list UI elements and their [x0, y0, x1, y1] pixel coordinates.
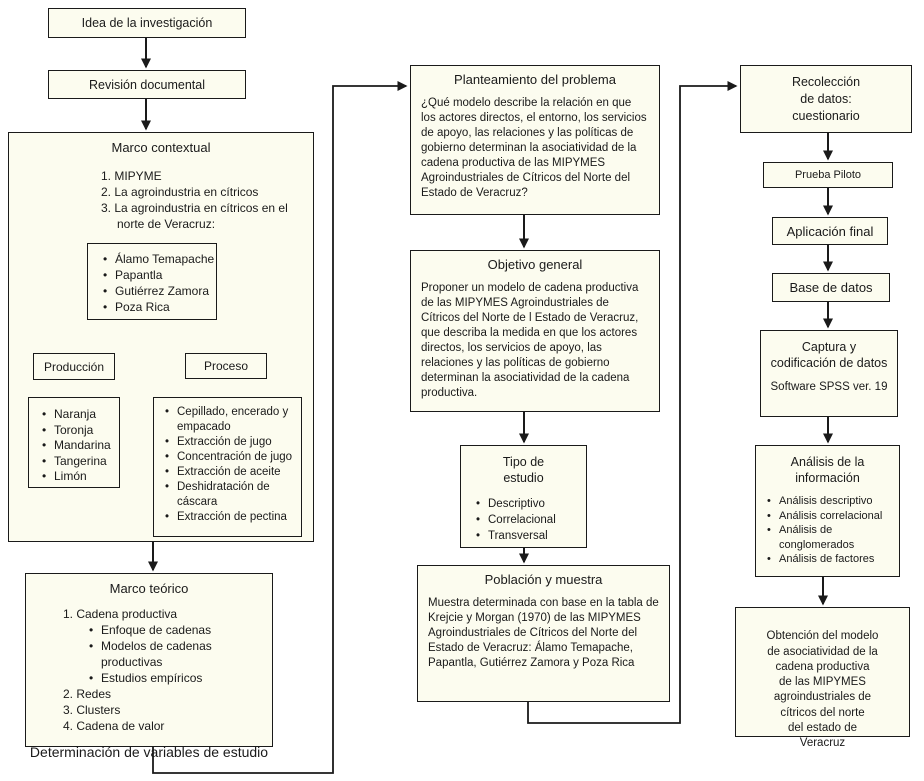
objetivo-general-box: Objetivo general Proponer un modelo de c…	[410, 250, 660, 412]
list-item: Análisis de conglomerados	[766, 523, 899, 552]
recoleccion-datos-box: Recolección de datos: cuestionario	[740, 65, 912, 133]
proceso-label: Proceso	[203, 359, 249, 373]
proceso-items-box: Cepillado, encerado y empacadoExtracción…	[153, 397, 302, 537]
list-item: Poza Rica	[102, 299, 216, 315]
list-item: Álamo Temapache	[102, 251, 216, 267]
spss-software-label: Software SPSS ver. 19	[770, 381, 888, 393]
captura-codificacion-box: Captura y codificación de datos Software…	[760, 330, 898, 417]
list-item: Deshidratación de cáscara	[164, 480, 299, 510]
marco-teorico-topic-list: 1. Cadena productivaEnfoque de cadenasMo…	[26, 596, 272, 734]
list-item: Toronja	[41, 423, 119, 439]
list-item: 2. Redes	[63, 687, 112, 701]
list-item: Naranja	[41, 407, 119, 423]
elbow-poblacion-to-recoleccion	[527, 81, 738, 724]
tipo-estudio-box: Tipo de estudio DescriptivoCorrelacional…	[460, 445, 587, 548]
poblacion-body: Muestra determinada con base en la tabla…	[428, 597, 659, 669]
list-item: Mandarina	[41, 438, 119, 454]
list-item: Papantla	[102, 267, 216, 283]
tipo-estudio-list: DescriptivoCorrelacionalTransversal	[461, 486, 586, 544]
idea-label: Idea de la investigación	[81, 16, 213, 30]
list-item: Enfoque de cadenas	[88, 622, 270, 638]
prueba-piloto-box: Prueba Piloto	[763, 162, 893, 188]
list-item: Análisis descriptivo	[766, 494, 899, 509]
obtencion-modelo-box: Obtención del modelo de asociatividad de…	[735, 607, 910, 749]
recoleccion-label: Recolección de datos: cuestionario	[791, 74, 861, 123]
list-item: Correlacional	[475, 512, 586, 528]
aplicacion-final-box: Aplicación final	[772, 217, 888, 245]
list-item: 4. Cadena de valor	[63, 719, 165, 733]
captura-title: Captura y codificación de datos	[770, 340, 888, 370]
proceso-items-list: Cepillado, encerado y empacadoExtracción…	[154, 398, 301, 525]
list-item: Extracción de aceite	[164, 465, 299, 480]
revision-documental-box: Revisión documental	[48, 70, 246, 99]
base-de-datos-box: Base de datos	[772, 273, 890, 302]
planteamiento-box: Planteamiento del problema ¿Qué modelo d…	[410, 65, 660, 215]
list-item: Gutiérrez Zamora	[102, 283, 216, 299]
marco-contextual-title: Marco contextual	[111, 140, 211, 155]
analisis-informacion-box: Análisis de la información Análisis desc…	[755, 445, 900, 577]
objetivo-title: Objetivo general	[487, 257, 583, 272]
municipios-box: Álamo TemapachePapantlaGutiérrez ZamoraP…	[87, 243, 217, 320]
list-item: Análisis de factores	[766, 552, 899, 567]
list-item: 2. La agroindustria en cítricos	[101, 185, 259, 199]
list-item: 3. Clusters	[63, 703, 121, 717]
marco-contextual-topic-list: 1. MIPYME 2. La agroindustria en cítricos…	[9, 155, 313, 232]
list-item: Tangerina	[41, 454, 119, 470]
planteamiento-body: ¿Qué modelo describe la relación en que …	[421, 97, 647, 199]
list-item: Cepillado, encerado y empacado	[164, 405, 299, 435]
elbow-teorico-to-planteamiento	[152, 81, 408, 774]
list-item: 1. MIPYME	[101, 169, 162, 183]
produccion-label: Producción	[43, 359, 105, 374]
analisis-title: Análisis de la información	[790, 455, 865, 485]
prueba-piloto-label: Prueba Piloto	[794, 169, 862, 181]
variables-determination-label: Determinación de variables de estudio	[29, 744, 269, 760]
produccion-items-list: NaranjaToronjaMandarinaTangerinaLimón	[29, 398, 119, 485]
idea-box: Idea de la investigación	[48, 8, 246, 38]
produccion-items-box: NaranjaToronjaMandarinaTangerinaLimón	[28, 397, 120, 488]
tipo-estudio-title: Tipo de estudio	[502, 455, 545, 485]
municipios-list: Álamo TemapachePapantlaGutiérrez ZamoraP…	[88, 244, 216, 315]
marco-teorico-box: Marco teórico 1. Cadena productivaEnfoqu…	[25, 573, 273, 760]
list-item: Extracción de jugo	[164, 435, 299, 450]
poblacion-muestra-box: Población y muestra Muestra determinada …	[417, 565, 670, 702]
list-item: Análisis correlacional	[766, 509, 899, 524]
poblacion-title: Población y muestra	[484, 572, 603, 587]
list-item: Transversal	[475, 528, 586, 544]
base-de-datos-label: Base de datos	[789, 280, 873, 295]
list-item: 3. La agroindustria en cítricos en el no…	[101, 201, 288, 231]
produccion-box: Producción	[33, 353, 115, 380]
list-item: 1. Cadena productiva	[63, 607, 178, 621]
obtencion-modelo-label: Obtención del modelo de asociatividad de…	[766, 630, 879, 750]
planteamiento-title: Planteamiento del problema	[454, 72, 616, 87]
list-item: Extracción de pectina	[164, 510, 299, 525]
list-item: Estudios empíricos	[88, 670, 270, 686]
analisis-list: Análisis descriptivoAnálisis correlacion…	[756, 494, 899, 567]
marco-teorico-title: Marco teórico	[109, 581, 189, 596]
aplicacion-final-label: Aplicación final	[786, 223, 874, 239]
list-item: Descriptivo	[475, 496, 586, 512]
objetivo-body: Proponer un modelo de cadena productiva …	[421, 282, 639, 399]
revision-label: Revisión documental	[88, 77, 206, 92]
proceso-box: Proceso	[185, 353, 267, 379]
list-item: Modelos de cadenas productivas	[88, 638, 270, 670]
list-item: Limón	[41, 469, 119, 485]
list-item: Concentración de jugo	[164, 450, 299, 465]
